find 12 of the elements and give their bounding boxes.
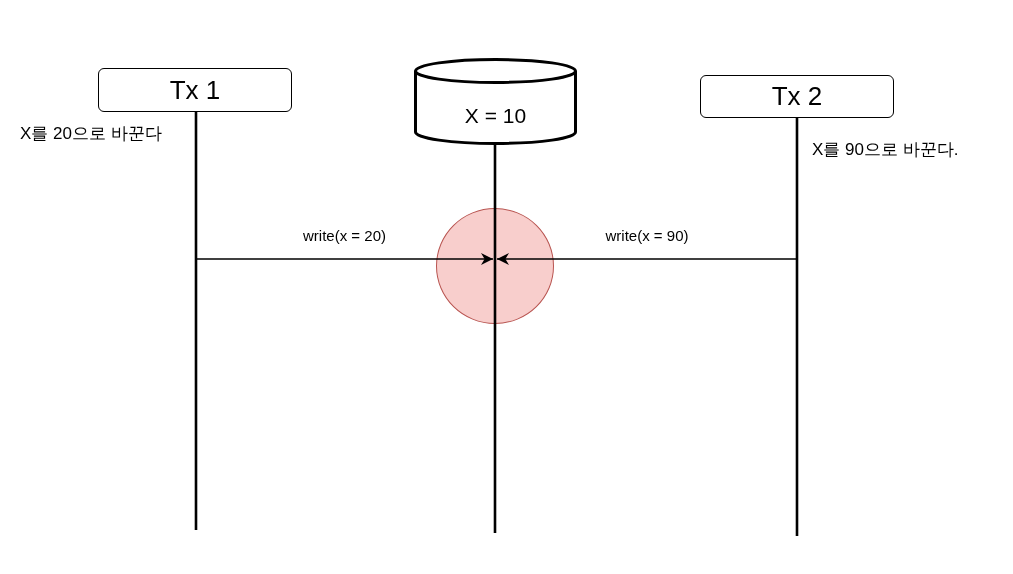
participant-box: Tx 2 (700, 75, 894, 118)
arrow (496, 253, 798, 265)
edge-label: write(x = 90) (605, 227, 689, 244)
lifeline (493, 145, 497, 533)
edge-label: write(x = 20) (303, 227, 386, 244)
note-text: X를 90으로 바꾼다. (812, 139, 959, 161)
note-text: X를 20으로 바꾼다 (20, 123, 162, 145)
lifeline (194, 112, 198, 530)
arrow (195, 253, 494, 265)
database-cylinder: X = 10 (414, 58, 577, 145)
participant-box: Tx 1 (98, 68, 292, 112)
lifeline (795, 118, 799, 536)
